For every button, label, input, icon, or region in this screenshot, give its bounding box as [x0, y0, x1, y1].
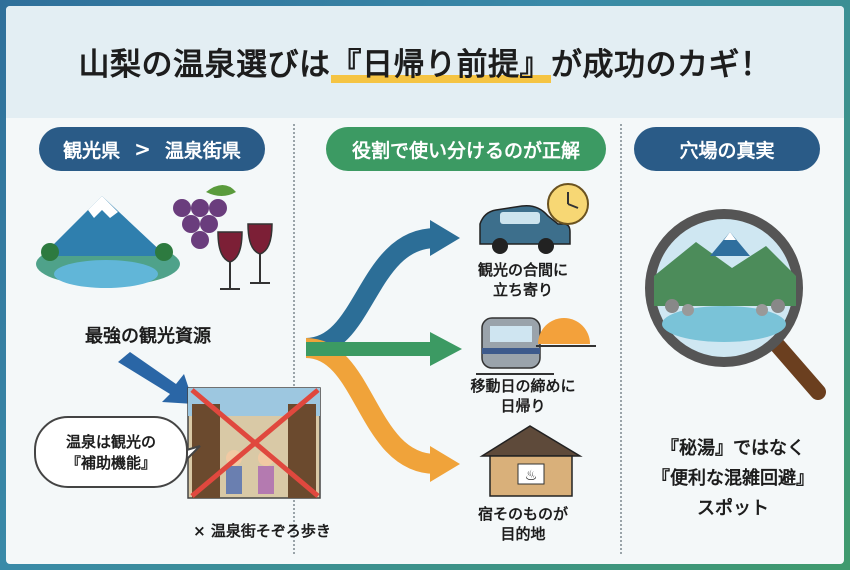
resource-label: 最強の観光資源 — [85, 326, 211, 347]
middle-item-3: 宿そのものが 目的地 — [458, 504, 588, 544]
middle-item-2: 移動日の締めに 日帰り — [458, 376, 588, 416]
divider-right — [620, 124, 622, 554]
right-conclusion: 『秘湯』ではなく 『便利な混雑回避』 スポット — [630, 434, 836, 524]
middle-item-3-line1: 宿そのものが — [477, 505, 568, 523]
chevron-right-icon: > — [134, 137, 151, 161]
middle-item-2-line1: 移動日の締めに — [470, 377, 576, 395]
page-title: 山梨の温泉選びは『日帰り前提』が成功のカギ！ — [6, 39, 844, 84]
divider-left — [293, 124, 295, 554]
inn-icon: ♨ — [479, 425, 583, 497]
crossed-onsen-street — [187, 387, 321, 499]
middle-item-1: 観光の合間に 立ち寄り — [458, 260, 588, 300]
left-header-to: 温泉街県 — [164, 139, 241, 162]
illustrations: ♨ — [36, 183, 826, 499]
magnifier-icon — [645, 209, 826, 400]
infographic-panel: 山梨の温泉選びは『日帰り前提』が成功のカギ！ 観光県 > 温泉街県 役割で使い分… — [6, 6, 844, 564]
right-line3: スポット — [697, 498, 769, 519]
grapes-icon — [173, 185, 236, 249]
arrow-down-right-icon — [118, 352, 194, 404]
title-highlight: 『日帰り前提』 — [330, 47, 551, 83]
title-part1: 山梨の温泉選びは — [78, 47, 331, 83]
left-header-from: 観光県 — [63, 139, 121, 162]
train-icon — [476, 317, 554, 375]
middle-item-2-line2: 日帰り — [500, 397, 546, 415]
middle-header-pill: 役割で使い分けるのが正解 — [326, 127, 606, 171]
onsen-symbol-icon: ♨ — [525, 468, 538, 484]
crossed-label: × 温泉街そぞろ歩き — [193, 522, 331, 540]
right-header-pill: 穴場の真実 — [634, 127, 820, 171]
sunset-icon — [536, 318, 596, 347]
right-line2: 『便利な混雑回避』 — [652, 468, 814, 489]
title-band: 山梨の温泉選びは『日帰り前提』が成功のカギ！ — [6, 6, 844, 118]
middle-item-3-line2: 目的地 — [500, 525, 546, 543]
right-line1: 『秘湯』ではなく — [661, 438, 805, 459]
middle-item-1-line1: 観光の合間に — [477, 261, 568, 279]
car-icon — [479, 204, 571, 254]
left-header-pill: 観光県 > 温泉街県 — [39, 127, 265, 171]
middle-item-1-line2: 立ち寄り — [492, 281, 553, 299]
title-part2: が成功のカギ！ — [551, 47, 772, 83]
clock-icon — [547, 183, 589, 225]
bubble-line2: 『補助機能』 — [65, 454, 156, 472]
wine-glasses-icon — [217, 223, 273, 290]
mount-fuji-lake — [36, 196, 180, 288]
bubble-line1: 温泉は観光の — [65, 433, 156, 451]
arrows-split — [304, 220, 462, 482]
speech-bubble: 温泉は観光の 『補助機能』 — [34, 416, 188, 488]
